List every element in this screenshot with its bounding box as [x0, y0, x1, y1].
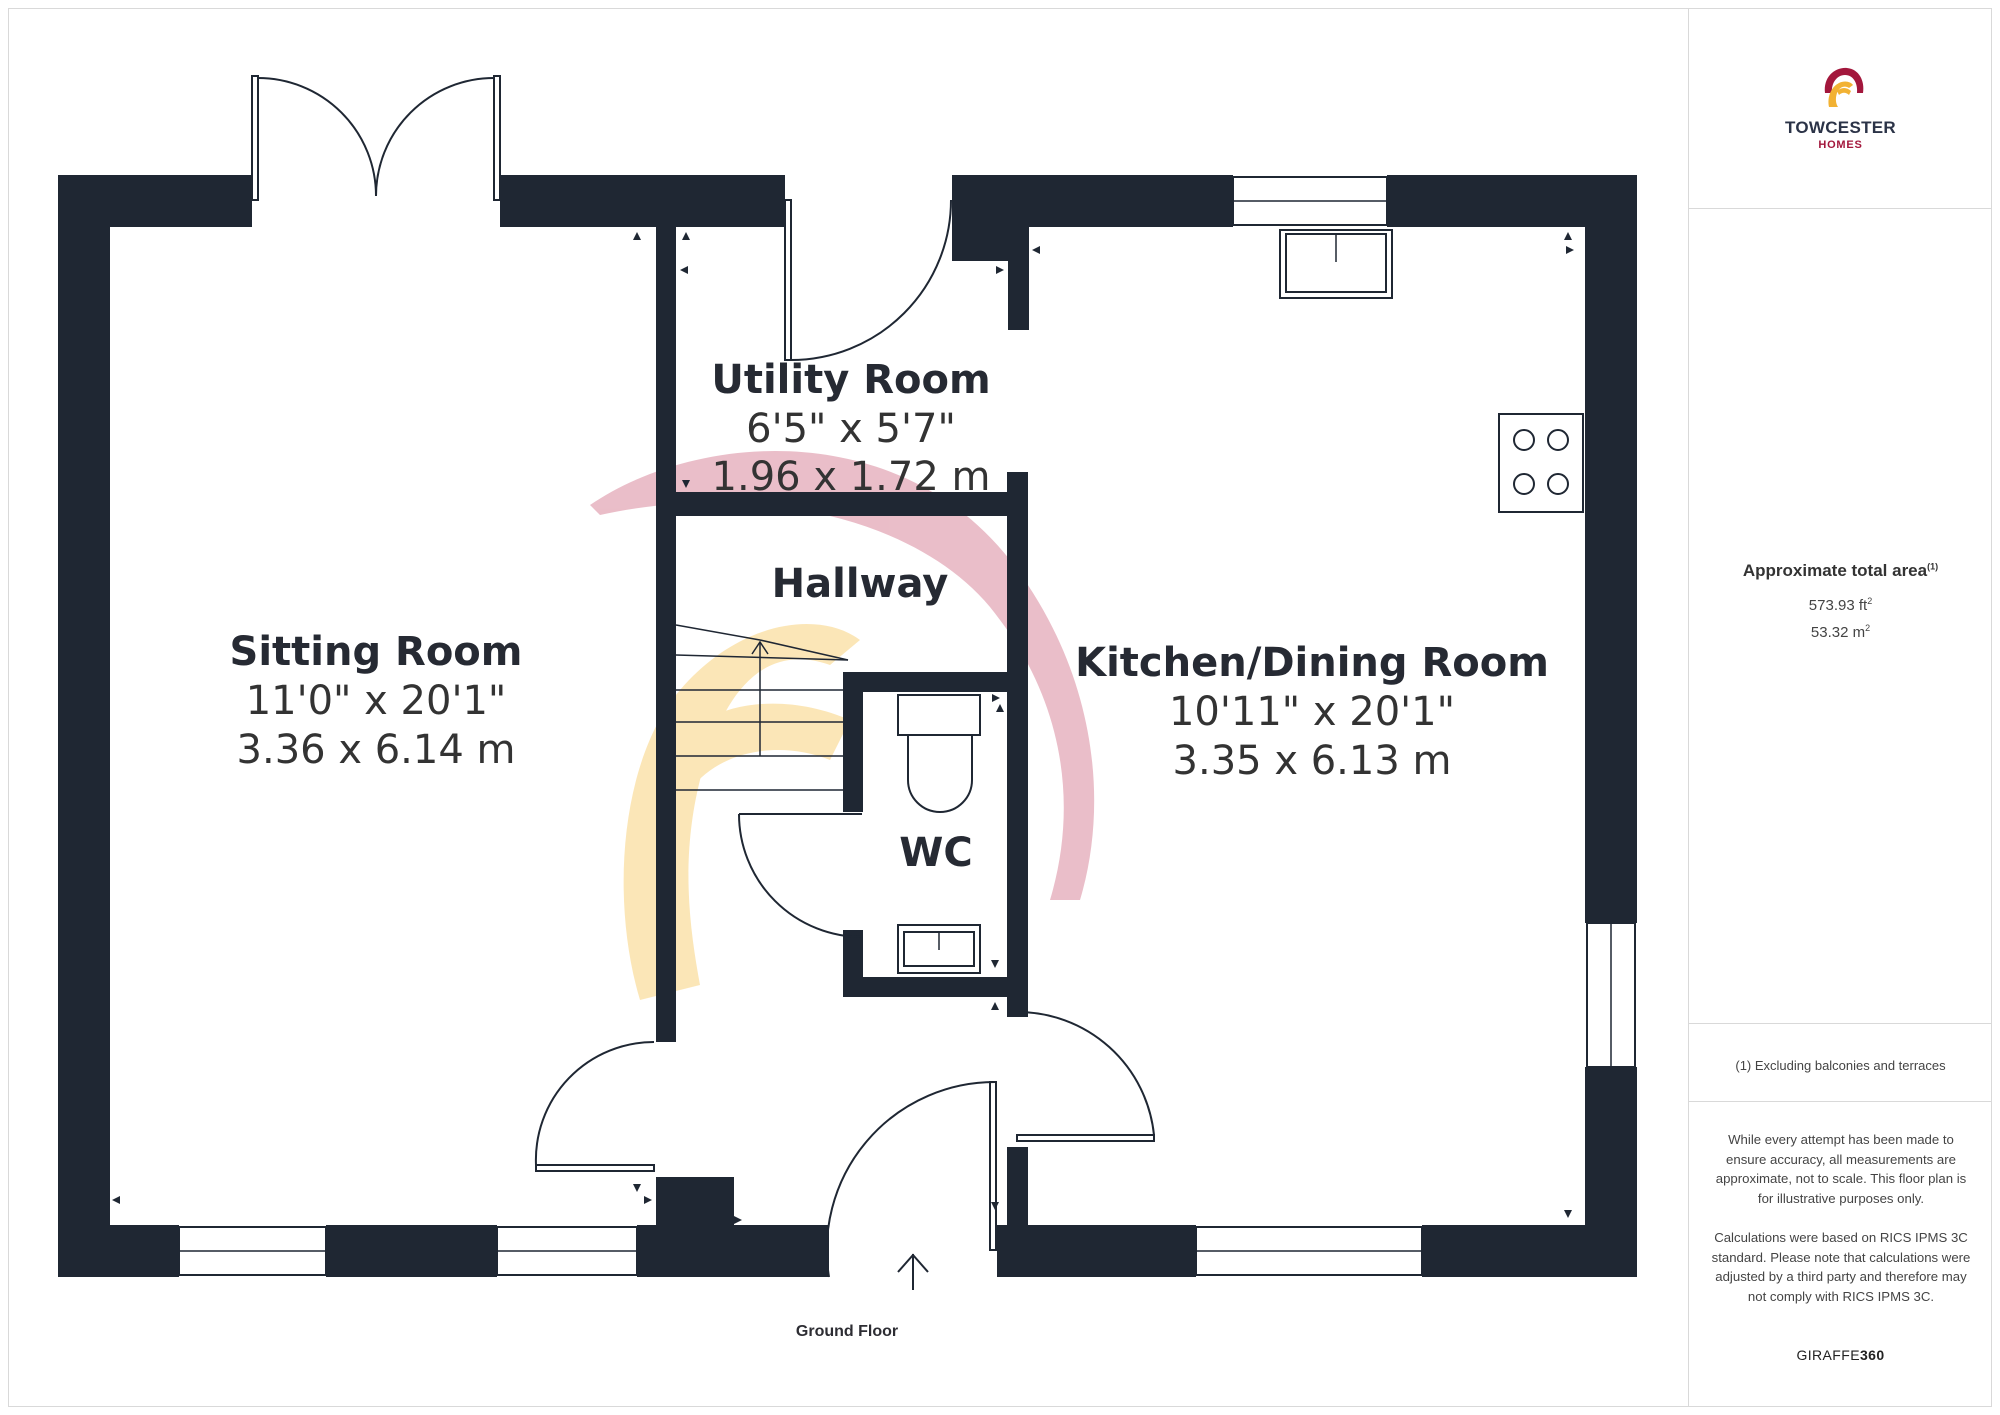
svg-text:Kitchen/Dining Room: Kitchen/Dining Room	[1075, 640, 1549, 686]
footnote: (1) Excluding balconies and terraces	[1735, 1058, 1946, 1073]
staircase	[675, 624, 849, 791]
room-label-sitting-room: Sitting Room 11'0" x 20'1" 3.36 x 6.14 m	[230, 629, 523, 773]
svg-text:6'5" x 5'7": 6'5" x 5'7"	[746, 406, 956, 452]
room-label-wc: WC	[899, 830, 972, 876]
doors	[251, 75, 1155, 1278]
svg-text:10'11" x 20'1": 10'11" x 20'1"	[1169, 689, 1455, 735]
room-label-hallway: Hallway	[772, 561, 949, 607]
brand-name: TOWCESTER	[1784, 118, 1896, 137]
fixtures	[897, 229, 1584, 974]
svg-text:Hallway: Hallway	[772, 561, 949, 607]
svg-text:11'0" x 20'1": 11'0" x 20'1"	[246, 678, 507, 724]
room-label-kitchen-dining-room: Kitchen/Dining Room 10'11" x 20'1" 3.35 …	[1075, 640, 1549, 784]
windows	[178, 176, 1636, 1276]
area-m2: 53.32 m2	[1810, 623, 1871, 641]
sidebar-divider	[1689, 1101, 1992, 1102]
floor-plan: Sitting Room 11'0" x 20'1" 3.36 x 6.14 m…	[58, 75, 1637, 1340]
interior-walls	[656, 227, 1028, 1225]
sidebar: TOWCESTER HOMES Approximate total area(1…	[1688, 8, 1992, 1407]
sidebar-divider	[1689, 208, 1992, 209]
area-title: Approximate total area(1)	[1742, 561, 1939, 580]
area-ft2: 573.93 ft2	[1808, 596, 1873, 614]
brand-subtitle: HOMES	[1818, 139, 1863, 151]
credit: GIRAFFE360	[1796, 1347, 1885, 1363]
brand-logo-icon	[1824, 67, 1864, 107]
page-frame	[8, 8, 1992, 1407]
watermark-logo	[590, 450, 1095, 1000]
svg-text:3.36 x 6.14 m: 3.36 x 6.14 m	[237, 727, 516, 773]
svg-text:Utility Room: Utility Room	[711, 357, 990, 403]
disclaimer: While every attempt has been made to ens…	[1711, 1132, 1971, 1304]
svg-text:1.96 x 1.72 m: 1.96 x 1.72 m	[712, 454, 991, 500]
measure-markers	[112, 232, 1574, 1224]
floor-label: Ground Floor	[796, 1323, 898, 1340]
sidebar-divider	[1689, 1023, 1992, 1024]
room-label-utility-room: Utility Room 6'5" x 5'7" 1.96 x 1.72 m	[711, 357, 990, 500]
svg-text:3.35 x 6.13 m: 3.35 x 6.13 m	[1173, 738, 1452, 784]
svg-text:Sitting Room: Sitting Room	[230, 629, 523, 675]
svg-text:WC: WC	[899, 830, 972, 876]
entrance-arrow-icon	[897, 1253, 929, 1290]
exterior-walls	[58, 175, 1637, 1277]
